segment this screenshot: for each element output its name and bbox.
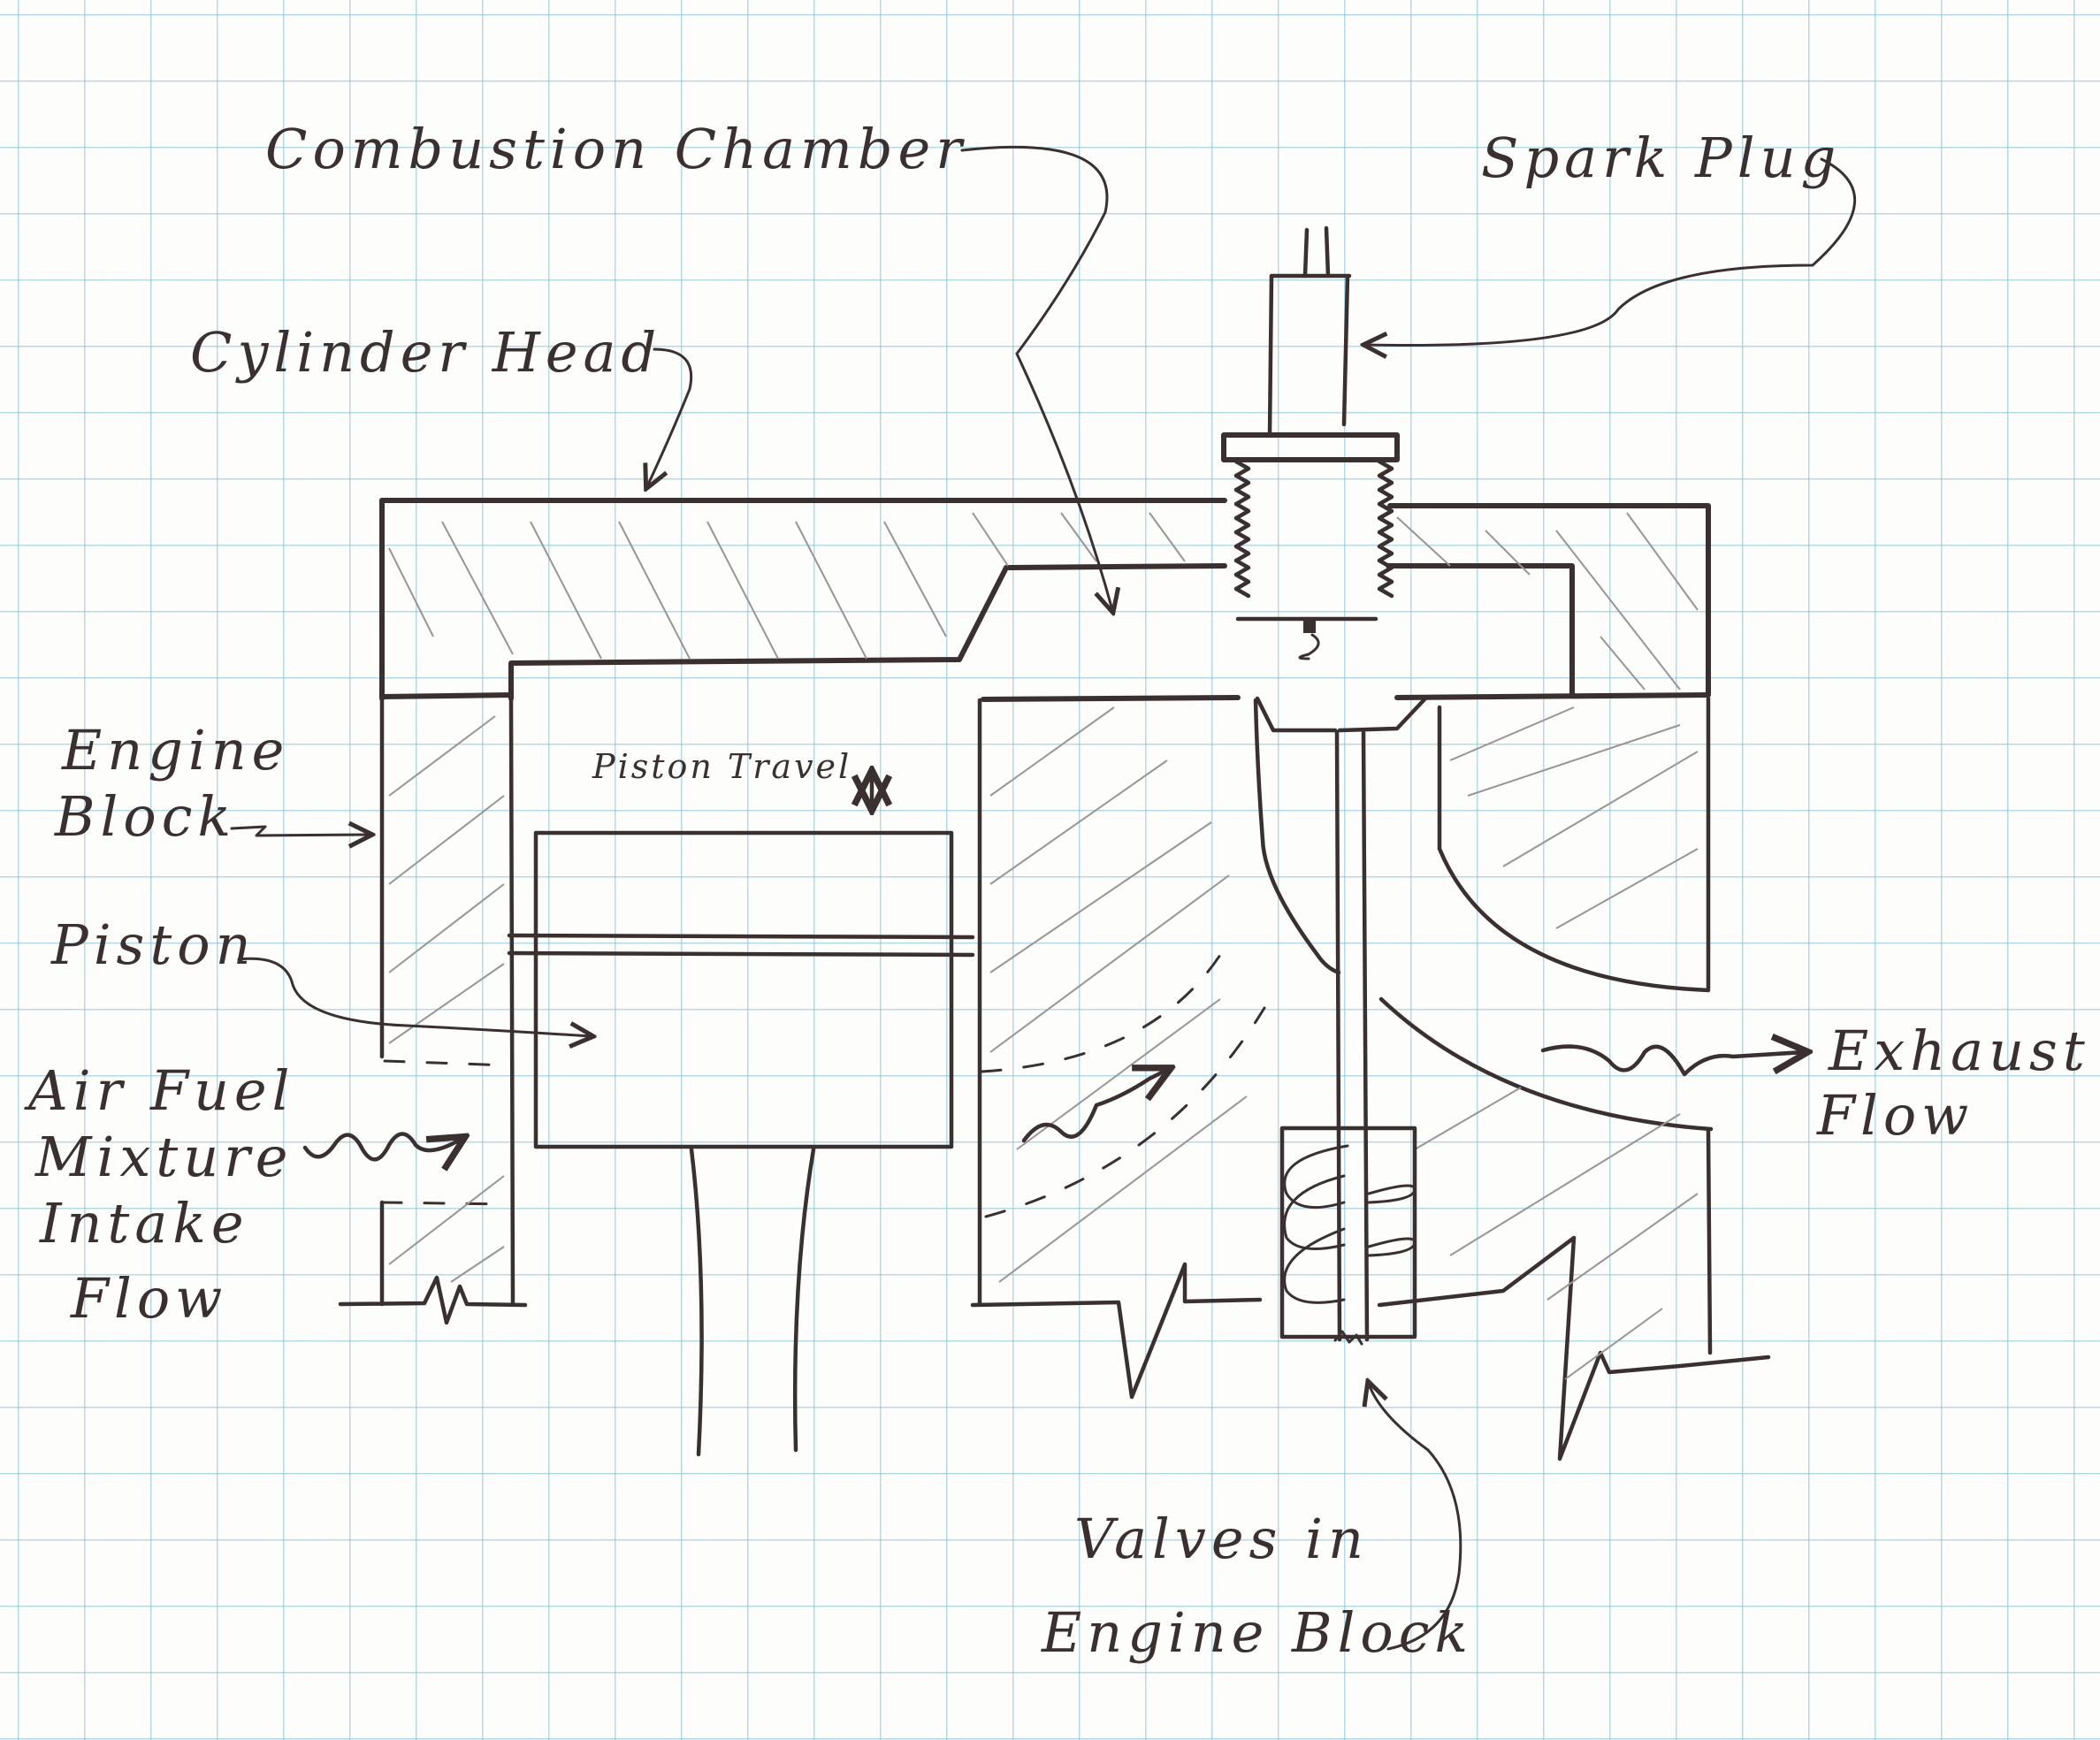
- valve-assembly: [1253, 696, 1428, 1346]
- piston-leader: [237, 957, 591, 1036]
- intake-flow-arrow: [302, 1132, 462, 1160]
- label-exhaust-2: Flow: [1816, 1083, 1974, 1148]
- piston-ring: [507, 933, 975, 958]
- engine-block-right-hatching: [989, 706, 1699, 1380]
- spark-plug-insulator: [1267, 273, 1352, 438]
- combustion-chamber-leader: [960, 145, 1112, 610]
- valve-head: [1255, 696, 1428, 733]
- cylinder-head: [379, 498, 1711, 702]
- cylinder-head-leader: [647, 347, 693, 486]
- spark-plug: [1221, 225, 1400, 660]
- label-intake-4: Flow: [70, 1266, 227, 1331]
- label-cylinder-head: Cylinder Head: [190, 320, 661, 385]
- cylinder-head-outline: [379, 498, 1711, 696]
- label-engine-block-2: Block: [54, 784, 236, 849]
- intake-passage-upper: [980, 953, 1222, 1073]
- spark-plug-thread-right: [1377, 459, 1394, 599]
- label-piston: Piston: [50, 912, 256, 977]
- spark-plug-thread-left: [1233, 459, 1251, 599]
- intake-port-top: [383, 1059, 510, 1067]
- label-engine-block-1: Engine: [61, 718, 289, 782]
- combustion-chamber-recess: [508, 563, 1575, 701]
- valve-stem: [1334, 729, 1370, 1342]
- valve-seat-curve: [1253, 698, 1341, 975]
- piston: [507, 830, 975, 1457]
- block-break-left: [338, 1200, 528, 1325]
- block-right-edge: [1706, 696, 1713, 1355]
- engine-block-left: [338, 696, 528, 1325]
- spark-plug-leader: [1366, 157, 1856, 346]
- label-valves-2: Engine Block: [1041, 1600, 1473, 1665]
- label-valves-1: Valves in: [1074, 1507, 1369, 1571]
- spark-plug-electrode: [1303, 621, 1316, 633]
- valves-leader: [1369, 1384, 1462, 1651]
- label-combustion-chamber: Combustion Chamber: [265, 117, 967, 181]
- label-spark-plug: Spark Plug: [1481, 126, 1841, 190]
- label-exhaust-1: Exhaust: [1828, 1019, 2090, 1083]
- exhaust-passage-upper: [1437, 705, 1711, 993]
- connecting-rod: [689, 1147, 816, 1457]
- valve-spring-housing: [1279, 1126, 1417, 1339]
- cylinder-head-hatching: [388, 512, 1699, 691]
- engine-block-valve-side: [970, 696, 1771, 1461]
- engine-block-left-hatching: [388, 715, 505, 1283]
- label-intake-1: Air Fuel: [24, 1058, 294, 1123]
- exhaust-flow-arrow: [1540, 1047, 1804, 1077]
- block-break-bottom: [970, 1235, 1771, 1461]
- piston-body: [533, 830, 954, 1149]
- label-intake-2: Mixture: [34, 1125, 293, 1189]
- valve-spring-coils: [1283, 1144, 1417, 1304]
- exhaust-passage-lower: [1378, 996, 1714, 1132]
- spark-plug-ground-strap: [1298, 633, 1320, 660]
- valve-stem-break: [1333, 1330, 1363, 1346]
- head-gasket-line: [379, 692, 1711, 702]
- intake-swirl-arrow: [1021, 1070, 1167, 1143]
- label-piston-travel: Piston Travel: [592, 747, 851, 786]
- spark-plug-hex: [1221, 432, 1400, 462]
- intake-passage-lower: [984, 1006, 1266, 1218]
- intake-port-bottom: [380, 1201, 510, 1206]
- engine-block-leader: [230, 827, 370, 836]
- label-intake-3: Intake: [39, 1191, 249, 1255]
- spark-plug-terminal: [1302, 225, 1331, 279]
- cylinder-wall-left: [379, 696, 515, 1307]
